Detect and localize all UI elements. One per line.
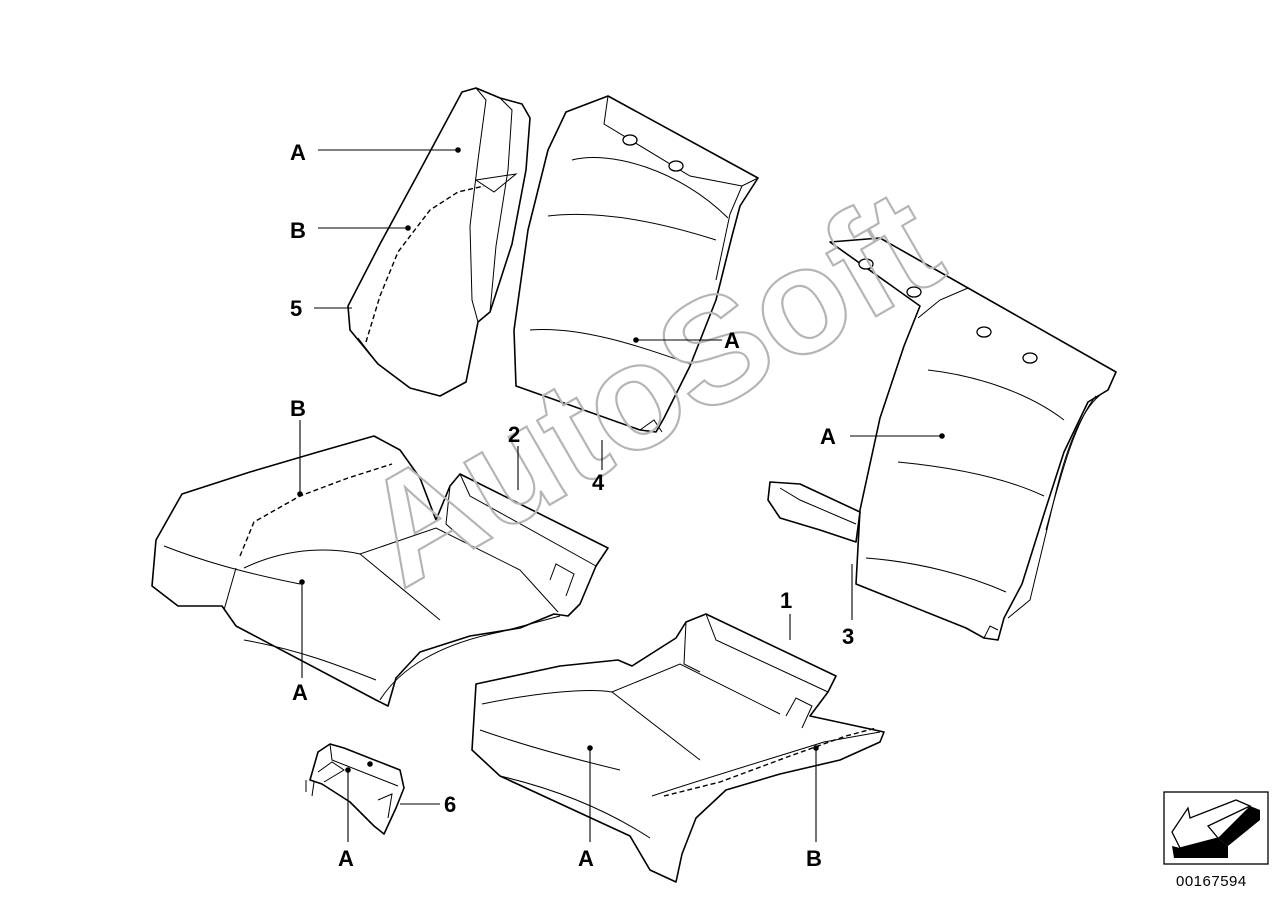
label-a-trim: A	[338, 846, 354, 871]
callout-part-3: 3	[842, 624, 854, 649]
label-a-backrest-side: A	[290, 140, 306, 165]
callout-part-6: 6	[444, 792, 456, 817]
label-a-backrest-right: A	[820, 424, 836, 449]
callout-part-1: 1	[780, 588, 792, 613]
label-b-seat-left: B	[290, 396, 306, 421]
backrest-part-3	[767, 237, 1117, 641]
label-a-seat-right: A	[578, 846, 594, 871]
diagram-number: 00167594	[1176, 873, 1247, 890]
side-bolster-part-5	[347, 87, 531, 397]
seat-cushion-part-2	[151, 435, 609, 707]
label-a-backrest-center: A	[724, 328, 740, 353]
direction-arrow-icon	[1163, 791, 1269, 865]
label-b-seat-right: B	[806, 846, 822, 871]
seat-cushion-part-1	[471, 613, 885, 883]
label-b-backrest-side: B	[290, 218, 306, 243]
trim-cover-part-6	[305, 743, 405, 835]
callout-part-4: 4	[592, 470, 605, 495]
leader-lines	[297, 147, 945, 842]
label-a-seat-left: A	[292, 680, 308, 705]
callout-part-5: 5	[290, 296, 302, 321]
callout-labels: A B 5 A A B 2 4 A 1 3 6 A A B	[290, 140, 854, 871]
callout-part-2: 2	[508, 422, 520, 447]
backrest-part-4	[513, 95, 759, 433]
